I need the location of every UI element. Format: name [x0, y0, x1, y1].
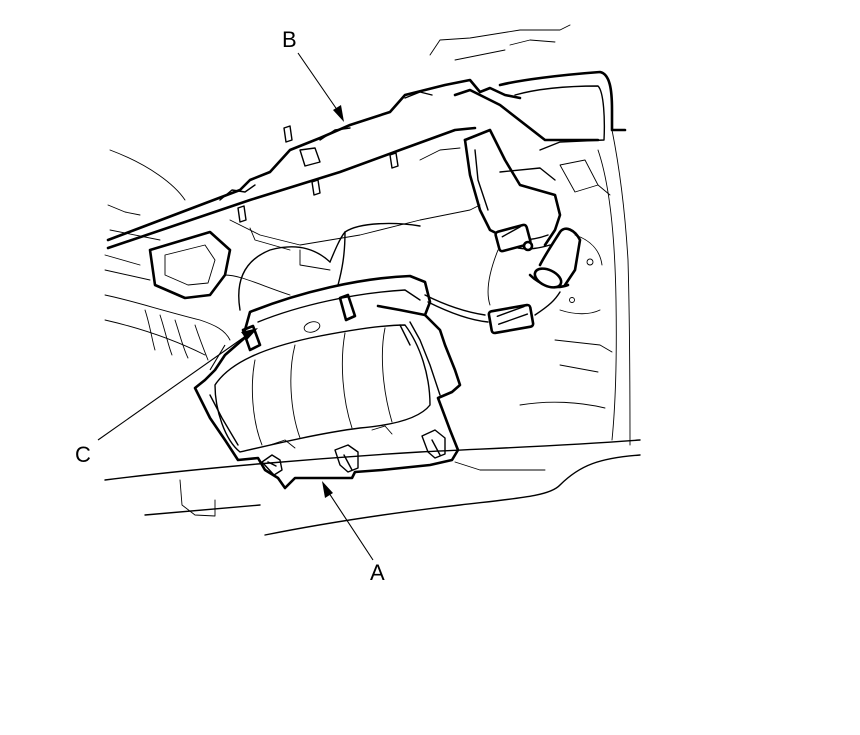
callout-b: B [282, 27, 344, 122]
airbag-module [193, 274, 462, 490]
dashboard-beam [106, 78, 522, 271]
right-bracket [453, 88, 600, 289]
callout-a: A [322, 481, 385, 585]
callout-c-label: C [75, 442, 91, 467]
beam-bolts [237, 125, 399, 223]
lower-connector [487, 303, 535, 335]
callout-a-label: A [370, 560, 385, 585]
callout-b-label: B [282, 27, 297, 52]
mounting-tabs [261, 429, 446, 476]
upper-connector [494, 223, 534, 253]
callout-c: C [75, 328, 258, 467]
dashboard-structure [104, 24, 641, 536]
